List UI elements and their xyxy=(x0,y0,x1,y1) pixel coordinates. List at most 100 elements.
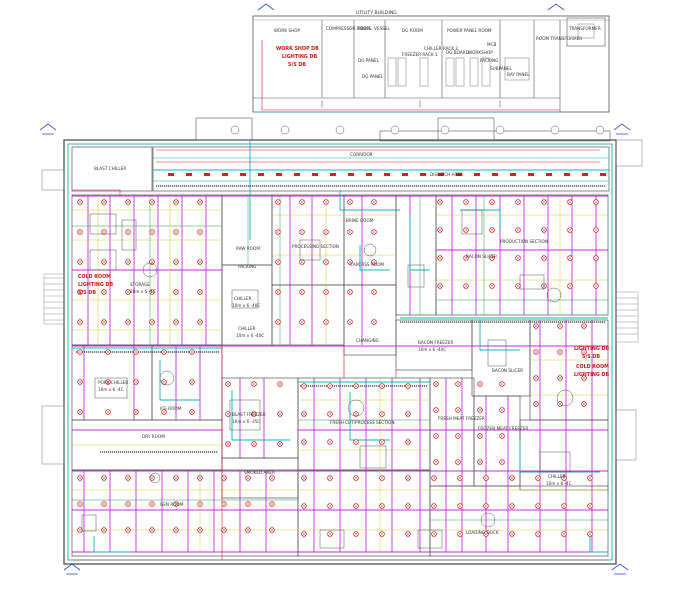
light-fixture-cross xyxy=(380,412,384,416)
corridor-fixture-icon xyxy=(384,173,390,176)
light-fixture-cross xyxy=(150,230,154,234)
light-fixture-cross xyxy=(78,528,82,532)
light-fixture-cross xyxy=(226,382,230,386)
db-label-right-cold-room: COLD ROOM xyxy=(576,364,609,370)
corridor-fixture-icon xyxy=(186,173,192,176)
light-fixture-cross xyxy=(536,504,540,508)
room-label-workshop: WORK SHOP xyxy=(274,28,301,33)
light-fixture-cross xyxy=(438,284,442,288)
room-label-mcb: MCB xyxy=(487,42,497,47)
light-fixture-cross xyxy=(174,260,178,264)
light-fixture-cross xyxy=(558,376,562,380)
light-fixture-cross xyxy=(582,350,586,354)
cable-trays xyxy=(72,140,609,553)
light-fixture-cross xyxy=(558,324,562,328)
light-fixture-cross xyxy=(582,376,586,380)
light-fixture-cross xyxy=(276,320,280,324)
db-label-left-cold-room: COLD ROOM xyxy=(78,274,111,280)
light-fixture-cross xyxy=(78,410,82,414)
room-spec-storage: 10m x 6 -4C xyxy=(130,289,156,294)
light-fixture-cross xyxy=(276,290,280,294)
light-fixture-cross xyxy=(478,408,482,412)
light-fixture-cross xyxy=(464,228,468,232)
light-fixtures xyxy=(77,173,606,537)
light-fixture-cross xyxy=(510,476,514,480)
room-label-bacon-slicer-2: BACON SLICER xyxy=(492,368,523,373)
equipment xyxy=(81,209,574,549)
light-fixture-cross xyxy=(252,412,256,416)
corridor-fixture-icon xyxy=(348,173,354,176)
utility-db-ss: S/S DB xyxy=(288,62,306,68)
light-fixture-cross xyxy=(456,460,460,464)
light-fixture-cross xyxy=(558,350,562,354)
light-fixture-cross xyxy=(102,200,106,204)
room-spec-chiller-2: 10m x 6 -40C xyxy=(236,333,264,338)
light-fixture-cross xyxy=(534,402,538,406)
light-fixture-cross xyxy=(594,284,598,288)
light-fixture-cross xyxy=(348,320,352,324)
light-fixture-cross xyxy=(458,504,462,508)
light-fixture-cross xyxy=(406,384,410,388)
light-fixture-cross xyxy=(434,460,438,464)
light-fixture-cross xyxy=(588,504,592,508)
corridor-fixture-icon xyxy=(240,173,246,176)
room-label-compressor: COMPRESSOR ROOM xyxy=(326,26,370,31)
corridor-fixture-icon xyxy=(456,173,462,176)
light-fixture-cross xyxy=(354,412,358,416)
corridor-fixture-icon xyxy=(312,173,318,176)
light-fixture-cross xyxy=(222,502,226,506)
light-fixture-cross xyxy=(222,476,226,480)
corridor-fixture-icon xyxy=(528,173,534,176)
grid-bubbles xyxy=(230,125,605,135)
utility-panel-label-2: DG PANEL xyxy=(362,74,384,79)
db-label-left-ss: S/S DB xyxy=(78,290,96,296)
light-fixture-cross xyxy=(190,410,194,414)
corridor-fixture-icon xyxy=(420,173,426,176)
light-fixture-cross xyxy=(434,408,438,412)
room-label-dry-room: DRY ROOM xyxy=(142,434,165,439)
room-label-smoked-area: SMOKED AREA xyxy=(244,470,275,475)
corridor-fixture-icon xyxy=(294,173,300,176)
light-fixture-cross xyxy=(276,200,280,204)
room-label-dg-room: DG ROOM xyxy=(402,28,423,33)
light-fixture-cross xyxy=(328,504,332,508)
light-fixture-cross xyxy=(500,408,504,412)
light-fixture-cross xyxy=(324,320,328,324)
light-fixture-cross xyxy=(568,228,572,232)
room-label-fresh-meat-freezer: FRESH MEAT FREEZER xyxy=(438,416,485,421)
light-fixture-cross xyxy=(174,528,178,532)
light-fixture-cross xyxy=(150,476,154,480)
light-fixture-cross xyxy=(542,200,546,204)
light-fixture-cross xyxy=(372,230,376,234)
light-fixture-cross xyxy=(380,532,384,536)
light-fixture-cross xyxy=(134,350,138,354)
light-fixture-cross xyxy=(246,502,250,506)
corridor-fixture-icon xyxy=(258,173,264,176)
room-labels: BLAST CHILLER CORRIDOR STORAGE PACKING P… xyxy=(78,152,609,535)
light-fixture-cross xyxy=(126,502,130,506)
light-fixture-cross xyxy=(150,502,154,506)
light-fixture-cross xyxy=(198,528,202,532)
light-fixture-cross xyxy=(328,532,332,536)
light-fixture-cross xyxy=(534,376,538,380)
light-fixture-cross xyxy=(276,260,280,264)
light-fixture-cross xyxy=(594,228,598,232)
light-fixture-cross xyxy=(270,502,274,506)
utility-panel-label-1: DG PANEL xyxy=(358,58,380,63)
light-fixture-cross xyxy=(478,434,482,438)
light-fixture-cross xyxy=(348,260,352,264)
light-fixture-cross xyxy=(102,528,106,532)
light-fixture-cross xyxy=(198,320,202,324)
light-fixture-cross xyxy=(302,532,306,536)
light-fixture-cross xyxy=(198,200,202,204)
light-fixture-cross xyxy=(174,230,178,234)
light-fixture-cross xyxy=(102,476,106,480)
light-fixture-cross xyxy=(278,382,282,386)
utility-panel-label-4: CHILLER RACK 2 xyxy=(424,46,458,51)
light-fixture-cross xyxy=(562,476,566,480)
light-fixture-cross xyxy=(568,256,572,260)
room-spec-bacon-freezer: 10m x 6 -40C xyxy=(418,347,446,352)
light-fixture-cross xyxy=(246,476,250,480)
light-fixture-cross xyxy=(302,504,306,508)
light-fixture-cross xyxy=(102,260,106,264)
